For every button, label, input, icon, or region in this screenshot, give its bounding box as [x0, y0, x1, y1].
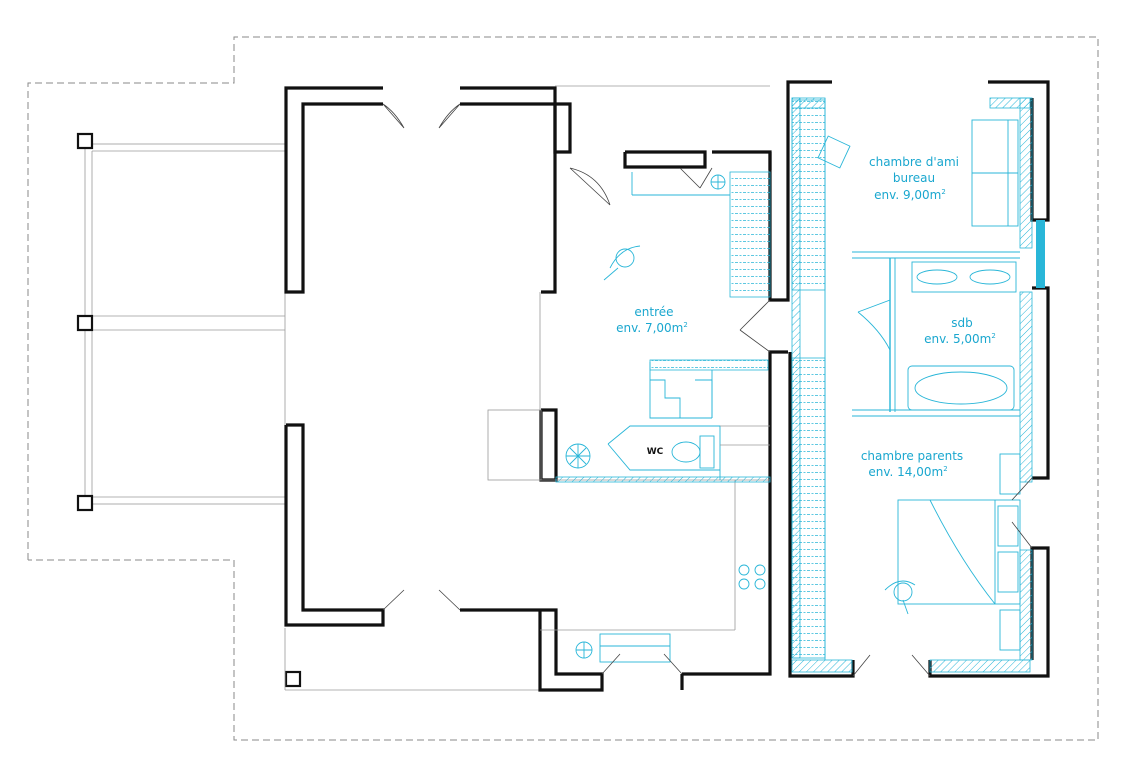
area-superscript: 2 — [941, 188, 945, 196]
fixtures — [565, 119, 1021, 663]
plant-icon — [575, 641, 593, 659]
person-icon — [603, 245, 641, 281]
plant-icon — [710, 174, 726, 190]
room-labels: chambre d'ami bureau env. 9,00m2 entrée … — [616, 155, 996, 479]
toilet-icon — [671, 441, 701, 463]
room-label-bureau: bureau — [893, 171, 935, 185]
chair-icon — [817, 135, 851, 169]
openings — [382, 103, 1033, 677]
door-attic — [739, 299, 771, 353]
door-entree — [569, 167, 611, 206]
person-icon — [884, 580, 916, 615]
partitions — [487, 85, 771, 631]
bathtub-icon — [907, 365, 1015, 411]
window-parents — [852, 654, 931, 677]
area-superscript: 2 — [683, 321, 687, 329]
area-superscript: 2 — [991, 332, 995, 340]
room-label-wc: WC — [647, 447, 664, 457]
room-area-entree: env. 7,00m — [616, 321, 683, 335]
sink-icon — [916, 269, 958, 285]
stairs-entree — [631, 171, 771, 419]
sink-icon — [969, 269, 1011, 285]
svg-text:env. 14,00m2: env. 14,00m2 — [868, 465, 947, 479]
pergola-post — [76, 314, 94, 332]
roof-outline — [27, 36, 1099, 741]
pergola-post — [76, 132, 94, 150]
room-label-entree: entrée — [634, 305, 673, 319]
area-superscript: 2 — [943, 465, 947, 473]
svg-text:env. 7,00m2: env. 7,00m2 — [616, 321, 688, 335]
window-entree — [679, 167, 713, 189]
hob-icon — [738, 564, 750, 576]
window-kitchen — [601, 653, 683, 675]
window-north — [382, 103, 461, 129]
counter-icon — [599, 633, 671, 663]
window-south — [382, 589, 461, 611]
pergola-post — [284, 670, 302, 688]
pergola — [76, 132, 540, 691]
svg-text:env. 5,00m2: env. 5,00m2 — [924, 332, 996, 346]
room-label-sdb: sdb — [951, 316, 973, 330]
walls-main-block — [284, 80, 832, 692]
bed-icon — [897, 499, 1021, 605]
room-label-chambre-parents: chambre parents — [861, 449, 963, 463]
room-area-chambre-ami: env. 9,00m — [874, 188, 941, 202]
room-label-chambre-ami: chambre d'ami — [869, 155, 959, 169]
window-east — [1011, 477, 1033, 549]
room-area-chambre-parents: env. 14,00m — [868, 465, 943, 479]
window-glass — [1036, 220, 1045, 288]
room-area-sdb: env. 5,00m — [924, 332, 991, 346]
svg-text:env. 9,00m2: env. 9,00m2 — [874, 188, 946, 202]
plant-icon — [565, 443, 591, 469]
attic-strip — [791, 98, 826, 660]
pergola-post — [76, 494, 94, 512]
